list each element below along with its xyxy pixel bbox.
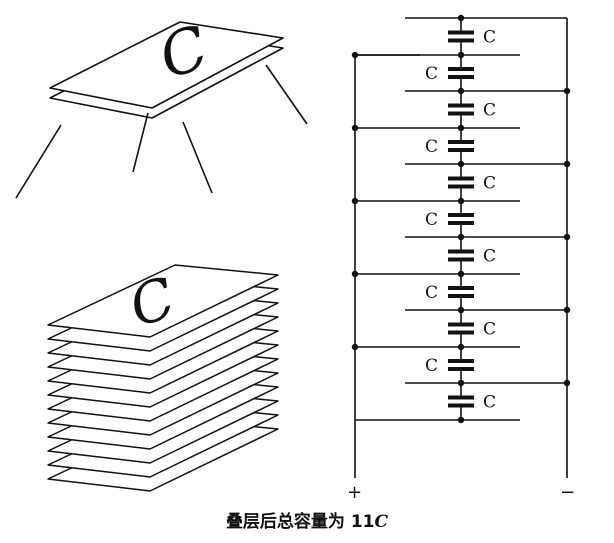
capacitor-label: C bbox=[483, 28, 496, 48]
right-rail-junction bbox=[563, 379, 571, 387]
capacitor-label: C bbox=[425, 64, 438, 84]
parallel-circuit bbox=[354, 17, 568, 478]
spine-junction bbox=[457, 197, 465, 205]
plus-terminal: + bbox=[347, 482, 362, 503]
spine-junction bbox=[457, 306, 465, 314]
left-rail-junction bbox=[351, 124, 359, 132]
spine-junction bbox=[457, 51, 465, 59]
spine-junction bbox=[457, 87, 465, 95]
spine-junction bbox=[457, 160, 465, 168]
plate-stack bbox=[47, 264, 279, 492]
spine-junction bbox=[457, 416, 465, 424]
caption-capacitance-symbol: C bbox=[374, 512, 389, 532]
left-rail-junction bbox=[351, 270, 359, 278]
single-plate-pair: C bbox=[49, 13, 284, 119]
upper-plate bbox=[49, 21, 284, 109]
lead-wires bbox=[15, 64, 308, 199]
capacitor-label: C bbox=[425, 137, 438, 157]
lead-wire-2 bbox=[132, 112, 149, 173]
capacitor-labels: C C C C C C C C C C C bbox=[425, 28, 496, 413]
capacitor-label: C bbox=[483, 101, 496, 121]
figure-caption: 叠层后总容量为 11C bbox=[0, 507, 614, 532]
right-rail-junction bbox=[563, 233, 571, 241]
left-rail-junction bbox=[351, 197, 359, 205]
stacked-plate bbox=[47, 264, 279, 338]
capacitor-label: C bbox=[483, 393, 496, 413]
spine-junction bbox=[457, 14, 465, 22]
spine-junction bbox=[457, 270, 465, 278]
spine-junction bbox=[457, 379, 465, 387]
capacitor-label: C bbox=[483, 320, 496, 340]
capacitor-label: C bbox=[425, 210, 438, 230]
lead-wire-3 bbox=[182, 121, 213, 194]
junction-dots bbox=[351, 14, 571, 424]
left-rail-junction bbox=[351, 51, 359, 59]
capacitor-label: C bbox=[483, 174, 496, 194]
capacitor-label: C bbox=[483, 247, 496, 267]
spine-junction bbox=[457, 124, 465, 132]
lead-wire-1 bbox=[15, 124, 62, 199]
right-rail-junction bbox=[563, 87, 571, 95]
minus-terminal: − bbox=[560, 482, 575, 503]
lead-wire-4 bbox=[265, 64, 308, 125]
left-rail-junction bbox=[351, 343, 359, 351]
spine-junction bbox=[457, 233, 465, 241]
capacitor-label: C bbox=[425, 356, 438, 376]
right-rail-junction bbox=[563, 160, 571, 168]
right-rail-junction bbox=[563, 306, 571, 314]
caption-text: 叠层后总容量为 11 bbox=[225, 512, 375, 532]
capacitor-label: C bbox=[425, 283, 438, 303]
spine-junction bbox=[457, 343, 465, 351]
